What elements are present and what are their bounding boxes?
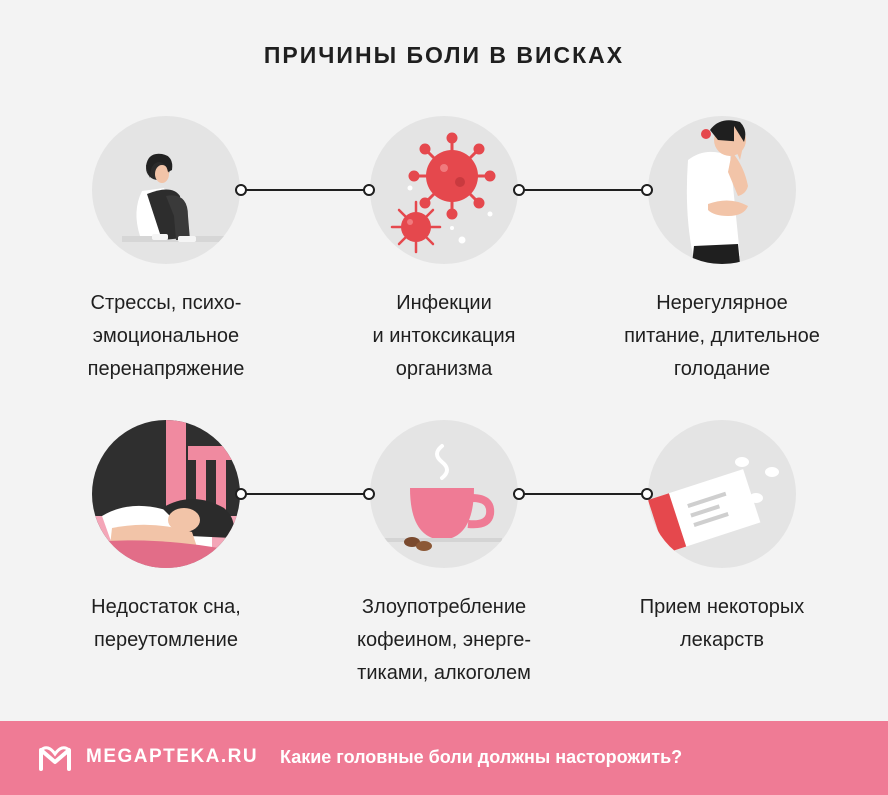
cause-label-nutrition: Нерегулярное питание, длительное голодан… xyxy=(624,292,820,380)
coffee-cup-icon xyxy=(382,444,502,551)
sleep-illustration xyxy=(92,420,240,568)
nutrition-illustration xyxy=(648,116,796,264)
pills-icon xyxy=(648,457,779,554)
megapteka-logo-icon xyxy=(39,746,71,771)
cause-label-infection: Инфекции и интоксикация организма xyxy=(372,292,516,380)
connector-dot xyxy=(513,488,525,500)
connector-dot xyxy=(235,184,247,196)
connector-dot xyxy=(513,184,525,196)
stress-illustration xyxy=(92,116,240,264)
stressed-person-icon xyxy=(122,153,232,242)
cause-label-sleep: Недостаток сна, переутомление xyxy=(91,596,241,651)
sleeping-person-icon xyxy=(92,420,240,568)
medication-illustration xyxy=(648,420,796,568)
connector-dot xyxy=(363,184,375,196)
connector-line xyxy=(520,493,646,495)
connector-dot xyxy=(235,488,247,500)
connector-dot xyxy=(641,184,653,196)
virus-icon xyxy=(390,132,496,254)
connector-line xyxy=(242,493,368,495)
related-article-link[interactable]: Какие головные боли должны насторожить? xyxy=(280,747,683,767)
connector-dot xyxy=(363,488,375,500)
cause-label-caffeine: Злоупотребление кофеином, энерге- тиками… xyxy=(356,596,531,684)
connector-line xyxy=(520,189,646,191)
stomach-pain-icon xyxy=(686,120,748,264)
infection-illustration xyxy=(370,116,518,264)
connector-dot xyxy=(641,488,653,500)
cause-label-stress: Стрессы, психо- эмоциональное перенапряж… xyxy=(87,292,245,380)
page-title: ПРИЧИНЫ БОЛИ В ВИСКАХ xyxy=(263,42,625,68)
brand-name[interactable]: MEGAPTEKA.RU xyxy=(86,746,259,767)
connector-line xyxy=(242,189,368,191)
coffee-illustration xyxy=(370,420,518,568)
footer-bar: MEGAPTEKA.RU Какие головные боли должны … xyxy=(0,721,888,795)
cause-label-medication: Прием некоторых лекарств xyxy=(639,596,805,651)
